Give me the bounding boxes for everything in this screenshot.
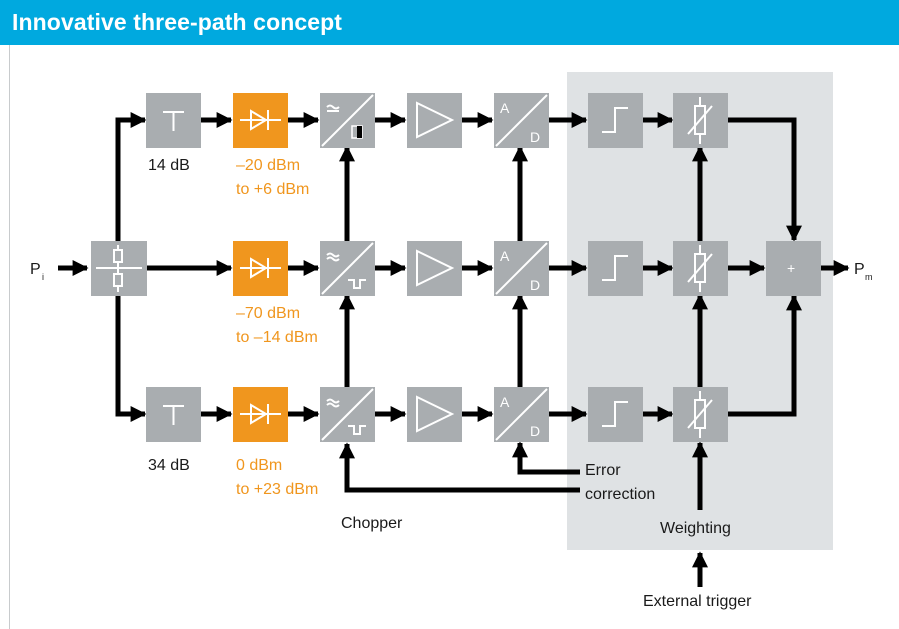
error-correction-line2: correction [585,486,655,503]
weighting-block-middle [673,241,728,296]
attenuator-34db-block [146,387,201,442]
adc-d-label: D [530,277,540,293]
adc-block-middle: A D [494,241,549,296]
output-label: P [854,261,865,278]
diode-detector-top [233,93,288,148]
range-top-line2: to +6 dBm [236,181,309,198]
step-block-top [588,93,643,148]
amplifier-block-middle [407,241,462,296]
weighting-block-bottom [673,387,728,442]
range-middle-line1: –70 dBm [236,305,300,322]
step-block-middle [588,241,643,296]
range-bottom-line2: to +23 dBm [236,481,318,498]
adc-block-bottom: A D [494,387,549,442]
adc-d-label: D [530,423,540,439]
chopper-block-bottom [320,387,375,442]
input-subscript: i [42,272,44,282]
external-trigger-label: External trigger [643,593,752,610]
diode-detector-bottom [233,387,288,442]
error-correction-line1: Error [585,462,621,479]
adc-a-label: A [500,100,510,116]
chopper-block-top [320,93,375,148]
amplifier-block-top [407,93,462,148]
attenuation-bottom-label: 34 dB [148,457,190,474]
adc-d-label: D [530,129,540,145]
signal-wires [58,111,850,587]
weighting-label: Weighting [660,520,731,537]
adc-block-top: A D [494,93,549,148]
step-block-bottom [588,387,643,442]
weighting-block-top [673,93,728,148]
summing-block: + [766,241,821,296]
left-border [9,45,10,629]
sum-label: + [787,260,795,276]
diode-detector-middle [233,241,288,296]
range-middle-line2: to –14 dBm [236,329,318,346]
amplifier-block-bottom [407,387,462,442]
chopper-label: Chopper [341,515,403,532]
attenuation-top-label: 14 dB [148,157,190,174]
input-label: P [30,261,41,278]
power-splitter-block [91,241,147,296]
attenuator-14db-block [146,93,201,148]
chopper-block-middle [320,241,375,296]
adc-a-label: A [500,394,510,410]
adc-a-label: A [500,248,510,264]
output-subscript: m [865,272,873,282]
page-title: Innovative three-path concept [12,9,343,35]
header-bar: Innovative three-path concept [0,0,899,45]
range-bottom-line1: 0 dBm [236,457,282,474]
range-top-line1: –20 dBm [236,157,300,174]
